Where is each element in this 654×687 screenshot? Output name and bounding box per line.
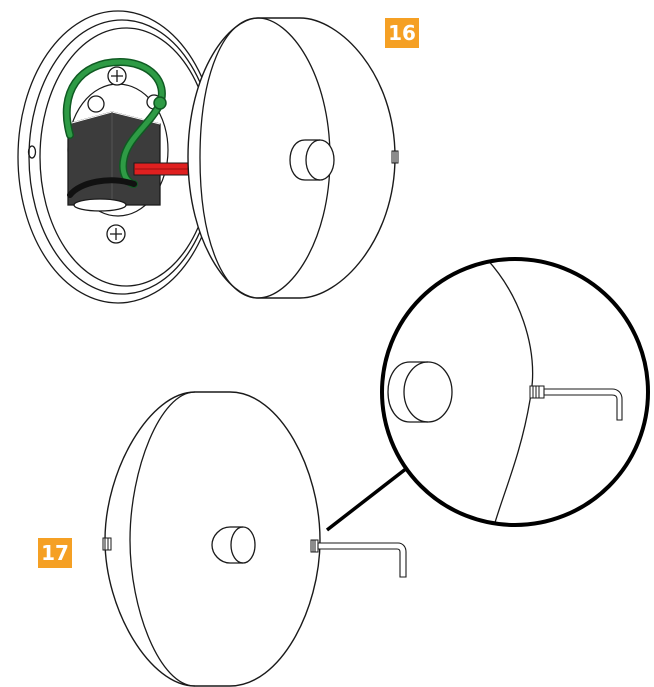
screw-icon bbox=[106, 224, 126, 244]
set-screw bbox=[310, 539, 319, 553]
step-16-illustration bbox=[17, 10, 399, 304]
center-knob bbox=[230, 526, 256, 564]
canopy-cover bbox=[187, 17, 399, 299]
center-knob bbox=[305, 139, 335, 181]
hex-key-icon bbox=[543, 388, 623, 421]
live-wire bbox=[133, 162, 197, 176]
neutral-wire bbox=[67, 177, 137, 198]
canopy-cover bbox=[102, 391, 321, 687]
callout-leader bbox=[325, 466, 409, 532]
set-screw bbox=[102, 537, 112, 551]
zoom-detail bbox=[380, 257, 650, 527]
ground-wire bbox=[62, 57, 167, 188]
step-17-badge: 17 bbox=[38, 538, 72, 568]
hex-key-icon bbox=[317, 542, 407, 578]
step-16-badge: 16 bbox=[385, 18, 419, 48]
set-screw bbox=[529, 385, 545, 399]
plate-hole-left bbox=[27, 145, 37, 159]
set-screw bbox=[391, 150, 399, 164]
step-17-illustration bbox=[102, 257, 650, 687]
screw-icon bbox=[107, 66, 127, 86]
